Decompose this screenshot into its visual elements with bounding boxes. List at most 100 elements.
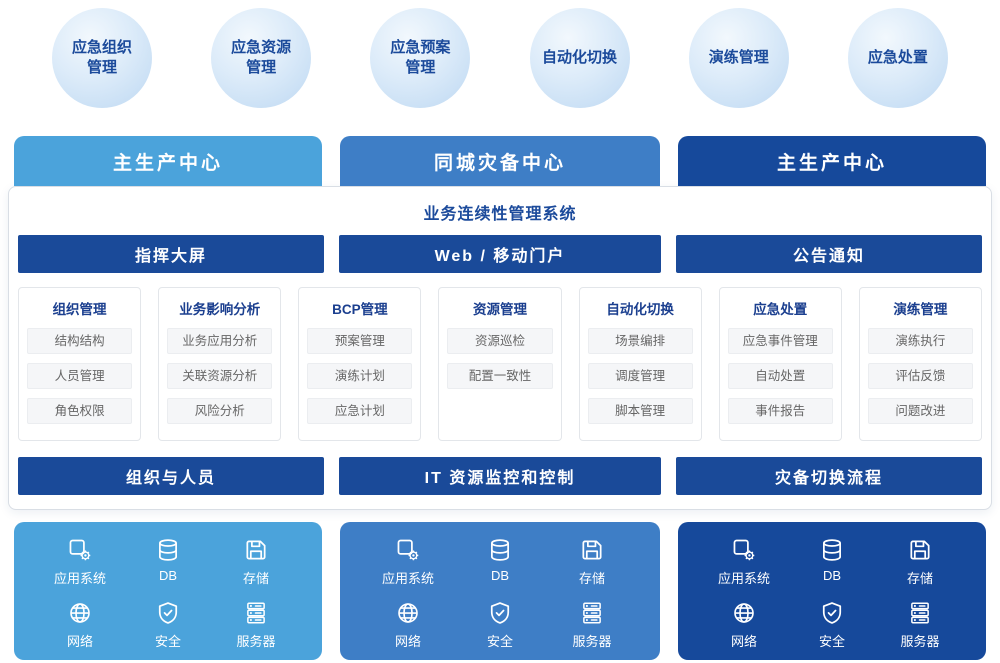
portal-web-mobile: Web / 移动门户 [339,235,661,273]
infra-panel-primary-production: 应用系统 DB 存储 网络 安全 服务器 [14,522,322,660]
bubble-emergency-plan-mgmt: 应急预案 管理 [370,8,471,108]
security-icon [155,600,181,626]
infra-label: 网络 [394,634,421,649]
portal-label: 公告通知 [792,248,865,265]
storage-icon [243,537,269,563]
bubble-emergency-resource-mgmt: 应急资源 管理 [211,8,312,108]
footer-label: 组织与人员 [125,470,216,487]
bubble-label: 演练管理 [708,48,769,66]
infra-cell-network: 网络 [700,600,788,650]
infra-cell-security: 安全 [788,600,876,650]
card-emergency-response: 应急处置 应急事件管理 自动处置 事件报告 [718,287,842,441]
bubble-auto-switch: 自动化切换 [529,8,630,108]
infra-cell-storage: 存储 [876,537,964,587]
infrastructure-row: 应用系统 DB 存储 网络 安全 服务器 应用系统 DB [0,522,1000,660]
app-system-icon [731,537,757,563]
card-title: 组织管理 [52,302,107,317]
infra-label: 安全 [486,634,513,649]
infra-label: 服务器 [572,634,612,649]
bubble-label: 自动化切换 [542,48,618,66]
infra-label: DB [490,568,510,583]
card-bcp-mgmt: BCP管理 预案管理 演练计划 应急计划 [298,287,422,441]
security-icon [819,600,845,626]
infra-cell-server: 服务器 [546,600,638,650]
card-resource-mgmt: 资源管理 资源巡检 配置一致性 [438,287,562,441]
card-title: 自动化切换 [606,302,674,317]
infra-cell-database: DB [454,537,546,587]
bcm-system-panel: 业务连续性管理系统 指挥大屏 Web / 移动门户 公告通知 组织管理 结构结构… [8,186,992,510]
card-item: 调度管理 [587,363,693,389]
bubble-label: 应急资源 管理 [231,38,292,76]
storage-icon [907,537,933,563]
infra-cell-app-system: 应用系统 [362,537,454,587]
center-header-label: 主生产中心 [776,152,887,174]
center-header-label: 主生产中心 [112,152,223,174]
card-item: 评估反馈 [867,363,973,389]
bubble-label: 应急处置 [867,48,928,66]
card-item: 关联资源分析 [167,363,273,389]
center-header-primary-production-2: 主生产中心 [678,136,986,186]
card-item: 风险分析 [167,398,273,424]
server-icon [907,600,933,626]
center-headers-row: 主生产中心 同城灾备中心 主生产中心 [0,136,1000,186]
card-item: 资源巡检 [447,328,553,354]
card-item: 配置一致性 [447,363,553,389]
card-item: 预案管理 [307,328,413,354]
infra-label: 安全 [154,634,181,649]
card-title: 资源管理 [472,302,527,317]
bubble-emergency-response: 应急处置 [847,8,948,108]
infra-label: 服务器 [900,634,940,649]
portal-announcement: 公告通知 [676,235,982,273]
card-drill-mgmt: 演练管理 演练执行 评估反馈 问题改进 [858,287,982,441]
card-item: 演练计划 [307,363,413,389]
infra-cell-server: 服务器 [876,600,964,650]
storage-icon [579,537,605,563]
card-business-impact-analysis: 业务影响分析 业务应用分析 关联资源分析 风险分析 [158,287,282,441]
infra-cell-database: DB [788,537,876,587]
infra-cell-network: 网络 [36,600,124,650]
bubble-label: 应急组织 管理 [71,38,132,76]
network-icon [395,600,421,626]
infra-cell-network: 网络 [362,600,454,650]
card-item: 应急事件管理 [727,328,833,354]
center-header-same-city-dr: 同城灾备中心 [340,136,660,186]
card-item: 场景编排 [587,328,693,354]
card-item: 演练执行 [867,328,973,354]
center-header-label: 同城灾备中心 [433,152,566,174]
infra-panel-primary-production-2: 应用系统 DB 存储 网络 安全 服务器 [678,522,986,660]
center-header-primary-production: 主生产中心 [14,136,322,186]
infra-panel-same-city-dr: 应用系统 DB 存储 网络 安全 服务器 [340,522,660,660]
infra-label: DB [822,568,842,583]
infra-label: 网络 [66,634,93,649]
infra-label: 网络 [730,634,757,649]
card-item: 自动处置 [727,363,833,389]
network-icon [731,600,757,626]
card-item: 业务应用分析 [167,328,273,354]
footer-org-personnel: 组织与人员 [18,457,324,495]
footer-bars-row: 组织与人员 IT 资源监控和控制 灾备切换流程 [18,457,982,495]
infra-cell-security: 安全 [454,600,546,650]
infra-label: 应用系统 [381,571,434,586]
infra-cell-app-system: 应用系统 [36,537,124,587]
portal-label: Web / 移动门户 [434,248,566,265]
infra-cell-storage: 存储 [212,537,300,587]
infra-label: 存储 [906,571,933,586]
footer-label: 灾备切换流程 [774,470,883,487]
bubble-label: 应急预案 管理 [390,38,451,76]
security-icon [487,600,513,626]
card-item: 应急计划 [307,398,413,424]
portal-command-screen: 指挥大屏 [18,235,324,273]
system-title: 业务连续性管理系统 [423,206,577,223]
card-org-mgmt: 组织管理 结构结构 人员管理 角色权限 [18,287,142,441]
bubble-drill-mgmt: 演练管理 [688,8,789,108]
infra-cell-security: 安全 [124,600,212,650]
card-title: BCP管理 [332,302,388,317]
database-icon [487,537,513,563]
infra-label: DB [158,568,178,583]
infra-cell-storage: 存储 [546,537,638,587]
infra-cell-app-system: 应用系统 [700,537,788,587]
card-title: 业务影响分析 [179,302,261,317]
card-item: 问题改进 [867,398,973,424]
infra-label: 应用系统 [53,571,106,586]
app-system-icon [67,537,93,563]
